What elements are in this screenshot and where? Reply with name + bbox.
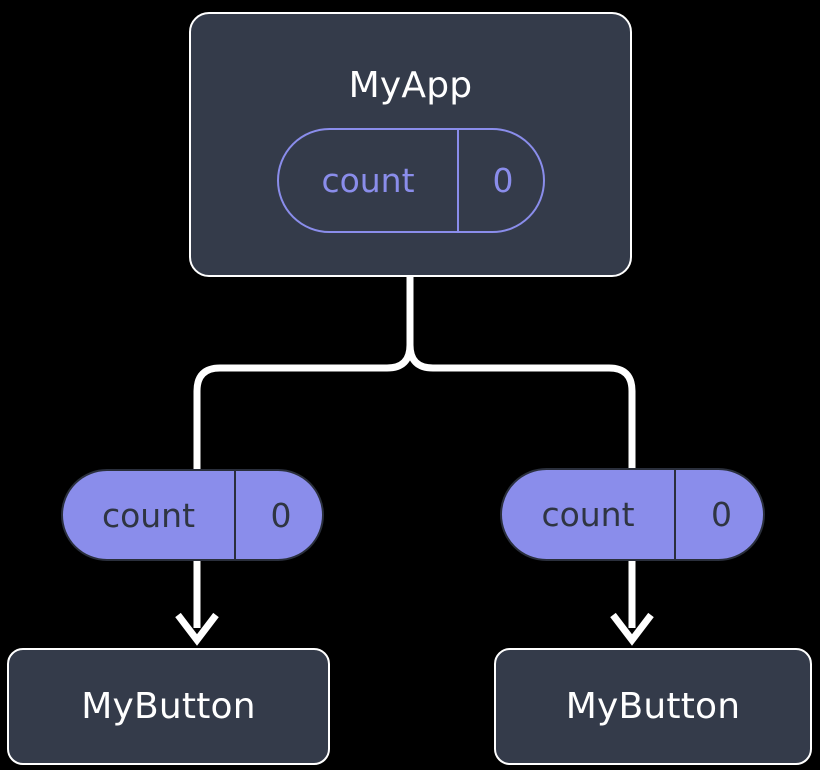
left-prop-pill-value: 0 <box>234 471 322 559</box>
tree-fork-connector <box>193 277 414 470</box>
left-prop-pill-key: count <box>101 495 196 535</box>
child-component-right-title: MyButton <box>565 685 741 727</box>
root-state-pill[interactable]: count 0 <box>277 128 545 233</box>
root-state-pill-value: 0 <box>457 130 543 231</box>
arrow-right-pill-to-button <box>610 558 654 646</box>
root-component-title: MyApp <box>348 65 473 106</box>
tree-fork-connector-right <box>406 277 636 470</box>
right-prop-pill-key: count <box>541 495 635 534</box>
left-prop-pill[interactable]: count 0 <box>61 469 324 561</box>
arrow-left-pill-to-button <box>175 558 219 646</box>
child-component-right-box[interactable]: MyButton <box>494 648 812 765</box>
right-prop-pill[interactable]: count 0 <box>500 468 765 561</box>
root-state-pill-key: count <box>321 161 415 200</box>
child-component-left-title: MyButton <box>81 685 256 727</box>
right-prop-pill-value: 0 <box>674 470 763 559</box>
child-component-left-box[interactable]: MyButton <box>7 648 330 765</box>
